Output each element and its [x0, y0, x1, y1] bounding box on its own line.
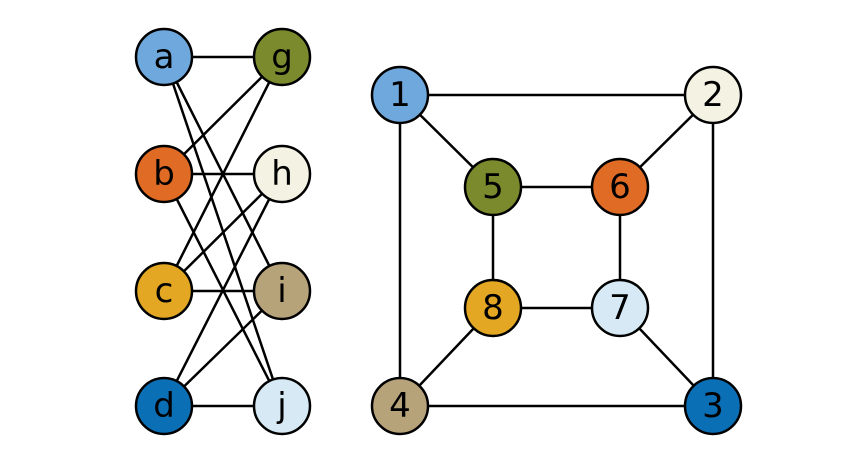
left-graph: a g b h c i d j [134, 27, 312, 436]
node-circle [463, 157, 523, 217]
node-7: 7 [590, 278, 650, 338]
node-circle [134, 261, 194, 321]
node-label: j [276, 386, 286, 426]
node-circle [683, 376, 743, 436]
node-label: d [153, 386, 175, 426]
edge-d-h [162, 172, 284, 408]
node-label: g [271, 37, 293, 77]
node-label: 7 [609, 288, 631, 328]
node-label: 2 [702, 75, 724, 115]
node-2: 2 [683, 65, 743, 125]
node-j: j [252, 376, 312, 436]
node-circle [252, 376, 312, 436]
node-i: i [252, 261, 312, 321]
node-label: a [154, 37, 175, 77]
node-4: 4 [370, 376, 430, 436]
node-circle [134, 376, 194, 436]
node-label: 5 [482, 167, 504, 207]
node-circle [590, 157, 650, 217]
edge-c-g [162, 55, 284, 293]
node-label: 6 [609, 167, 631, 207]
node-label: 3 [702, 386, 724, 426]
node-label: b [153, 154, 175, 194]
node-label: 1 [389, 75, 411, 115]
node-b: b [134, 144, 194, 204]
node-circle [252, 144, 312, 204]
node-5: 5 [463, 157, 523, 217]
edges [398, 93, 715, 408]
right-graph: 1 2 3 4 5 6 7 8 [370, 65, 743, 436]
node-circle [134, 144, 194, 204]
node-label: 4 [389, 386, 411, 426]
node-h: h [252, 144, 312, 204]
node-6: 6 [590, 157, 650, 217]
node-d: d [134, 376, 194, 436]
node-8: 8 [463, 278, 523, 338]
node-circle [370, 65, 430, 125]
node-label: h [271, 154, 293, 194]
node-g: g [252, 27, 312, 87]
node-circle [463, 278, 523, 338]
node-3: 3 [683, 376, 743, 436]
node-circle [252, 261, 312, 321]
node-circle [683, 65, 743, 125]
node-circle [590, 278, 650, 338]
node-label: c [155, 271, 174, 311]
node-a: a [134, 27, 194, 87]
node-1: 1 [370, 65, 430, 125]
node-circle [370, 376, 430, 436]
node-label: 8 [482, 288, 504, 328]
node-circle [252, 27, 312, 87]
edges [162, 55, 284, 408]
node-circle [134, 27, 194, 87]
node-c: c [134, 261, 194, 321]
node-label: i [277, 271, 286, 311]
